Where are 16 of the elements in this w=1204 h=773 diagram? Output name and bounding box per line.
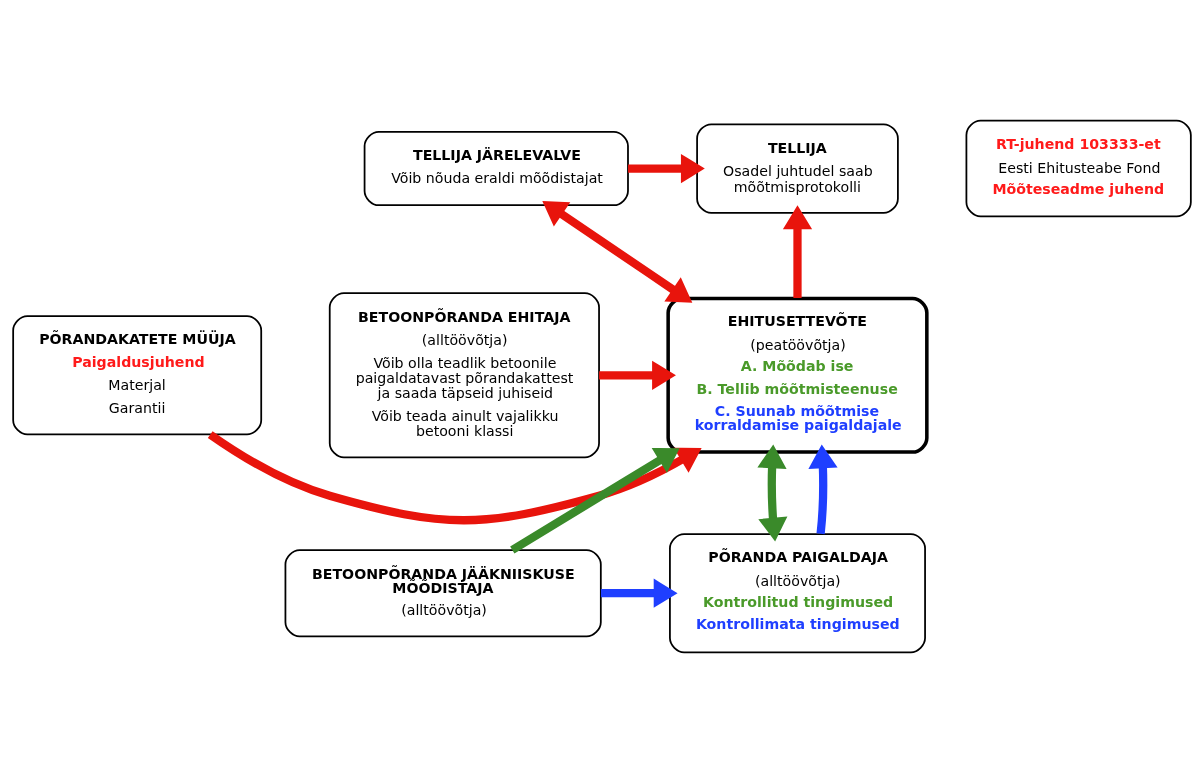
node-box: PÕRANDAKATETE MÜÜJA Paigaldusjuhend Materjal Garantii (12, 315, 263, 436)
arrow (600, 578, 678, 608)
arrow (542, 200, 693, 303)
node-box: TELLIJA Osadel juhtudel saab mõõtmisprotokolli (696, 123, 899, 214)
arrow (808, 444, 838, 535)
node-box: TELLIJA JÄRELEVALVE Võib nõuda eraldi mõõdistajat (363, 131, 629, 207)
node-box: BETOONPÕRANDA JÄÄKNIISKUSE MÕÕDISTAJA (alltöövõtja) (284, 549, 602, 638)
arrow (757, 444, 788, 542)
node-box: BETOONPÕRANDA EHITAJA (alltöövõtja) Võib olla teadlik betoonile paigaldatavast põrandakattest ja saada täpseid juhiseid Võib teada ainult vajalikku betooni klassi (328, 292, 600, 459)
arrow (599, 360, 676, 390)
node-box: RT-juhend 103333-et Eesti Ehitusteabe Fond Mõõteseadme juhend (965, 119, 1192, 218)
node-box: PÕRANDA PAIGALDAJA (alltöövõtja) Kontrollitud tingimused Kontrollimata tingimused (669, 533, 926, 654)
node-box: EHITUSETTEVÕTE (peatöövõtja) A. Mõõdab ise B. Tellib mõõtmisteenuse C. Suunab mõõtmise korraldamise paigaldajale (666, 296, 929, 454)
arrow (628, 153, 705, 184)
arrow (207, 431, 702, 525)
arrow (782, 205, 813, 298)
